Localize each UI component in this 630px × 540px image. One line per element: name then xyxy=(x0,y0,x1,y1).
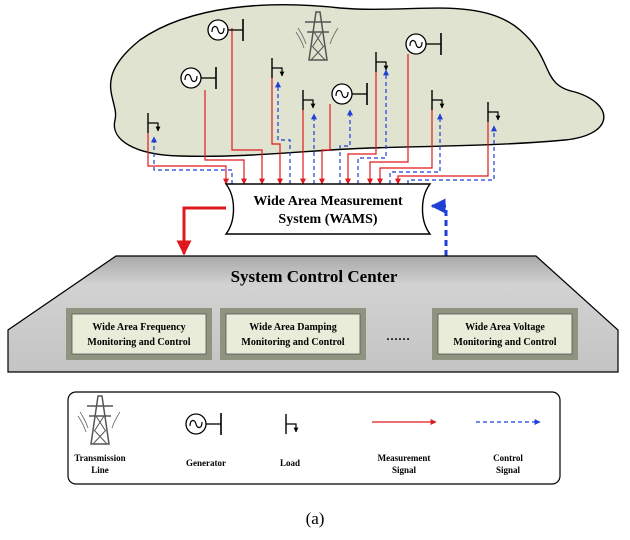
ellipsis: …… xyxy=(386,329,410,343)
power-system-region xyxy=(109,3,605,157)
legend-measurement-label-line1: Measurement xyxy=(378,453,431,463)
legend-control-label-line2: Signal xyxy=(496,465,521,475)
module-frequency-line2: Monitoring and Control xyxy=(87,337,190,348)
legend-control-label-line1: Control xyxy=(493,453,523,463)
module-voltage-line2: Monitoring and Control xyxy=(453,337,556,348)
wams-title-line2: System (WAMS) xyxy=(278,212,377,227)
legend: Transmission Line Generator Load Measure… xyxy=(67,391,561,485)
wams-title-line1: Wide Area Measurement xyxy=(253,194,403,209)
control-center-title: System Control Center xyxy=(231,267,398,286)
wams-box: Wide Area Measurement System (WAMS) xyxy=(224,183,432,235)
system-control-center: System Control Center Wide Area Frequenc… xyxy=(7,255,619,373)
legend-measurement-label-line2: Signal xyxy=(392,465,417,475)
signal-lines xyxy=(147,28,497,185)
wams-to-center-measurement-arrow xyxy=(176,206,226,256)
module-voltage: Wide Area Voltage Monitoring and Control xyxy=(432,308,578,360)
module-damping-line1: Wide Area Damping xyxy=(249,322,336,333)
module-voltage-line1: Wide Area Voltage xyxy=(465,322,545,333)
module-frequency: Wide Area Frequency Monitoring and Contr… xyxy=(66,308,212,360)
module-damping-line2: Monitoring and Control xyxy=(241,337,344,348)
legend-transmission-label-line2: Line xyxy=(91,465,109,475)
legend-generator-label: Generator xyxy=(186,458,226,468)
figure-caption: (a) xyxy=(306,509,325,528)
center-to-wams-control-arrow xyxy=(430,198,448,256)
module-damping: Wide Area Damping Monitoring and Control xyxy=(220,308,366,360)
legend-load-label: Load xyxy=(280,458,300,468)
legend-transmission-label-line1: Transmission xyxy=(74,453,125,463)
module-frequency-line1: Wide Area Frequency xyxy=(92,322,185,333)
